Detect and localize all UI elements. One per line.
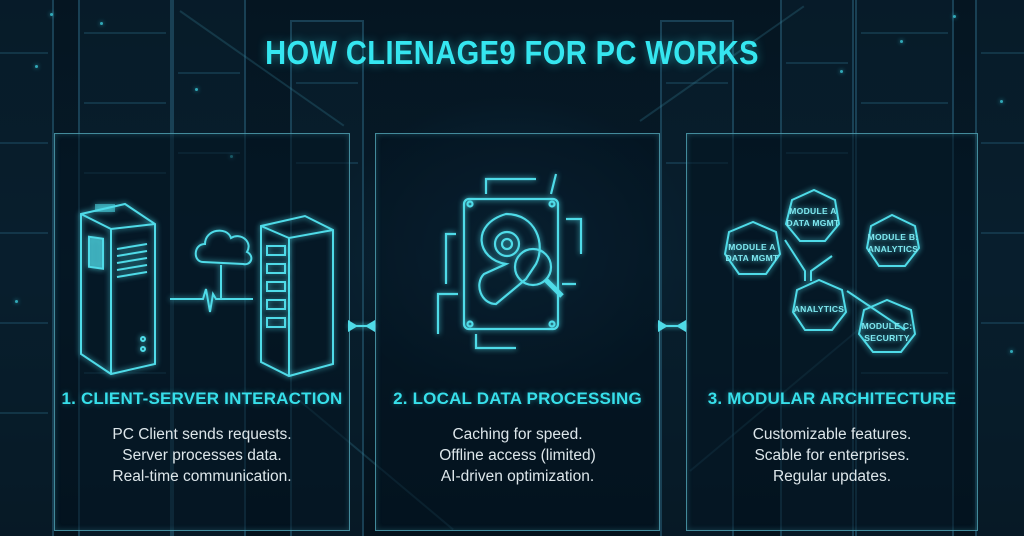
module-label: ANALYTICS — [794, 304, 845, 314]
panel-heading: 2. LOCAL DATA PROCESSING — [393, 389, 642, 408]
panel-connector — [348, 325, 375, 327]
description-line: Customizable features. — [752, 426, 912, 443]
module-label: MODULE A — [789, 206, 836, 216]
module-label: DATA MGMT — [786, 218, 840, 228]
description-line: Real-time communication. — [112, 468, 292, 485]
description-line: Regular updates. — [772, 468, 892, 485]
description-line: Offline access (limited) — [439, 447, 596, 464]
description-line: Caching for speed. — [452, 426, 583, 443]
page-title: HOW CLIENAGE9 FOR PC WORKS — [265, 34, 759, 71]
description-line: Scable for enterprises. — [754, 447, 910, 464]
module-label: MODULE A — [728, 242, 775, 252]
module-label: MODULE B: — [868, 232, 919, 242]
module-label: MODULE C: — [862, 321, 913, 331]
description-line: AI-driven optimization. — [440, 468, 595, 485]
panel-heading: 1. CLIENT-SERVER INTERACTION — [61, 389, 343, 408]
panel-description: Customizable features. Scable for enterp… — [687, 424, 977, 487]
connector-arrow-icon — [365, 320, 375, 332]
client-server-cloud-icon — [80, 202, 334, 378]
description-line: Server processes data. — [122, 447, 282, 464]
module-label: SECURITY — [864, 333, 909, 343]
panel-heading: 3. MODULAR ARCHITECTURE — [707, 389, 957, 408]
connector-arrow-icon — [676, 320, 686, 332]
panel-modular-architecture: MODULE A DATA MGMT MODULE A DATA MGMT MO… — [686, 133, 978, 531]
connector-arrow-icon — [658, 320, 668, 332]
hard-drive-magnifier-icon — [436, 173, 583, 350]
panel-description: PC Client sends requests. Server process… — [55, 424, 349, 487]
panel-description: Caching for speed. Offline access (limit… — [376, 424, 659, 487]
module-label: ANALYTICS — [868, 244, 919, 254]
panel-connector — [658, 325, 686, 327]
module-network-icon: MODULE A DATA MGMT MODULE A DATA MGMT MO… — [723, 188, 921, 353]
panel-local-data-processing: 2. LOCAL DATA PROCESSING Caching for spe… — [375, 133, 660, 531]
connector-arrow-icon — [348, 320, 358, 332]
panel-client-server: 1. CLIENT-SERVER INTERACTION PC Client s… — [54, 133, 350, 531]
description-line: PC Client sends requests. — [112, 426, 292, 443]
module-label: DATA MGMT — [725, 253, 779, 263]
